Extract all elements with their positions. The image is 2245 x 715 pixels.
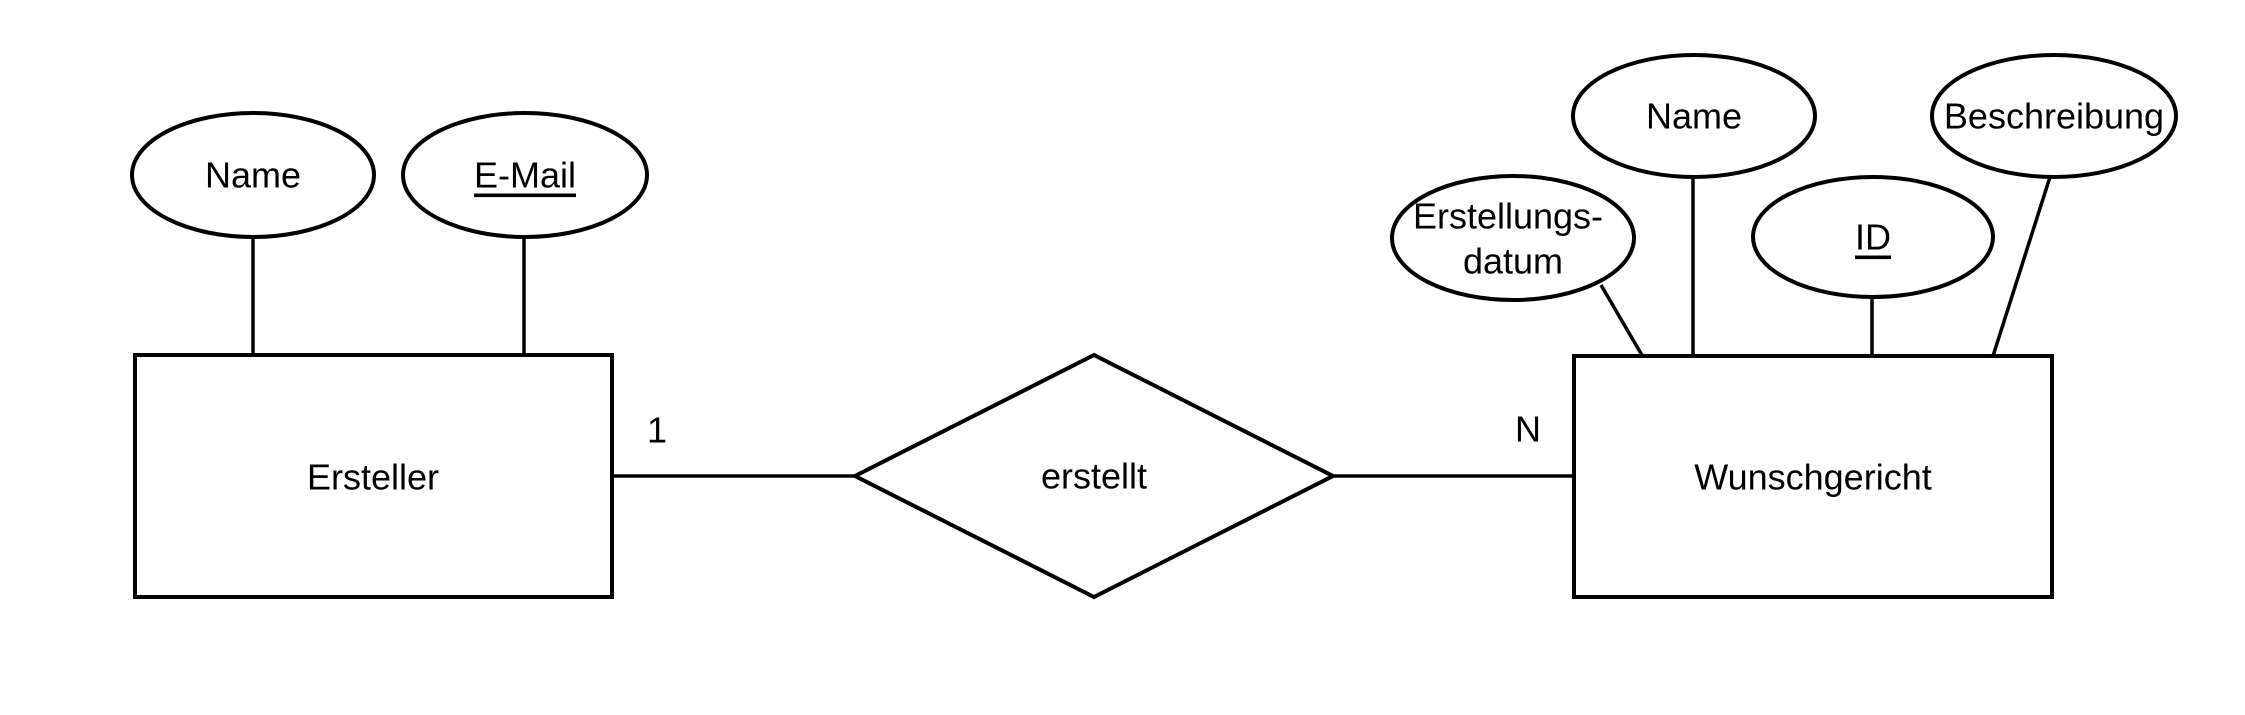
attribute-id-ellipse xyxy=(1751,175,1995,299)
attribute-name-right-ellipse xyxy=(1571,53,1817,179)
attribute-email-label: E-Mail xyxy=(474,155,576,196)
attribute-beschreibung-ellipse xyxy=(1930,53,2178,179)
attribute-erstellungsdatum-label-line2: datum xyxy=(1463,241,1563,282)
relationship-erstellt-label: erstellt xyxy=(1041,456,1147,497)
ersteller-entity-box xyxy=(133,353,614,599)
cardinality-1-label: 1 xyxy=(647,410,667,451)
attribute-erstellungsdatum-label: Erstellungs- datum xyxy=(1413,183,1613,282)
attribute-erstellungsdatum-connector xyxy=(1599,284,1645,358)
attribute-beschreibung-label: Beschreibung xyxy=(1944,96,2164,137)
attribute-name-left-ellipse xyxy=(130,111,376,239)
attribute-erstellungsdatum-ellipse xyxy=(1390,174,1636,302)
wunschgericht-entity-label: Wunschgericht xyxy=(1694,457,1931,498)
attribute-name-right-label: Name xyxy=(1646,96,1742,137)
attribute-id-label: ID xyxy=(1855,217,1891,258)
attribute-beschreibung-connector xyxy=(1991,176,2052,357)
cardinality-n-label: N xyxy=(1515,409,1541,450)
attribute-erstellungsdatum-label-line1: Erstellungs- xyxy=(1413,196,1603,237)
attribute-email-ellipse xyxy=(401,111,649,239)
ersteller-entity-label: Ersteller xyxy=(307,457,439,498)
attribute-name-left-label: Name xyxy=(205,155,301,196)
wunschgericht-entity-box xyxy=(1572,354,2054,599)
